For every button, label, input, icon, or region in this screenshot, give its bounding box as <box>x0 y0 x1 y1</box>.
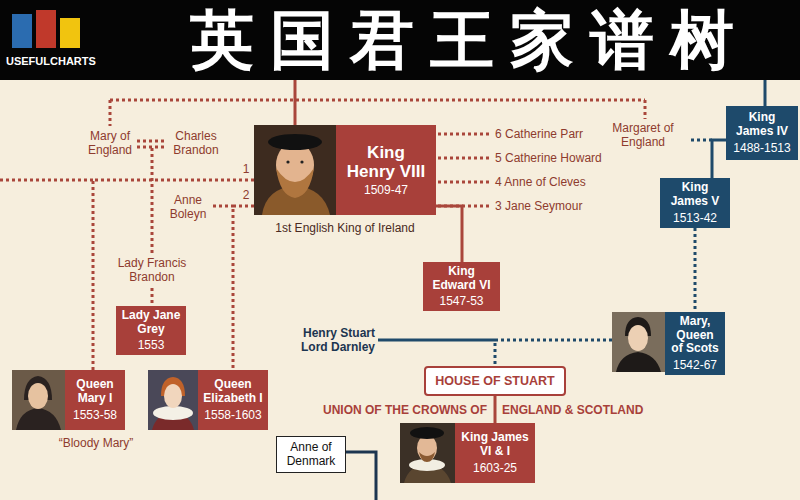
person-box: King Edward VI 1547-53 <box>423 262 500 311</box>
marriage-line <box>691 139 712 142</box>
reign-dates: 1603-25 <box>473 461 517 475</box>
label-text: Henry Stuart Lord Darnley <box>288 326 375 354</box>
label-text: 5 Catherine Howard <box>495 151 615 165</box>
label-text: 2 <box>240 188 252 202</box>
family-connector <box>233 206 254 370</box>
person-box: Lady Jane Grey 1553 <box>116 306 186 355</box>
label-text: UNION OF THE CROWNS OF <box>247 403 487 417</box>
person-name: King James IV <box>732 111 792 138</box>
person-box: Anne of Denmark <box>276 436 346 473</box>
marriage-line <box>438 134 490 206</box>
marriage-line <box>213 205 233 208</box>
label-text: 4 Anne of Cleves <box>495 175 615 189</box>
person-name: King James VI & I <box>459 431 531 458</box>
reign-dates: 1558-1603 <box>204 408 261 422</box>
family-lines <box>378 80 765 340</box>
caption: 1st English King of Ireland <box>254 221 436 235</box>
person-box: King James VI & I 1603-25 <box>400 423 535 483</box>
person-name: Anne of Denmark <box>281 440 341 469</box>
page-ground <box>0 80 800 500</box>
family-lines <box>0 80 645 306</box>
label-text: Margaret of England <box>598 121 688 149</box>
house-box: HOUSE OF STUART <box>424 366 566 396</box>
reign-dates: 1553 <box>138 338 165 352</box>
person-name: Lady Jane Grey <box>121 309 181 336</box>
person-name: Queen Mary I <box>69 378 121 405</box>
logo-bar <box>36 10 56 48</box>
marriage-line <box>378 339 495 342</box>
label-text: Mary of England <box>85 129 135 157</box>
caption: “Bloody Mary” <box>12 436 180 450</box>
chart-title: 英国君王家谱树 <box>150 0 790 80</box>
label-text: USEFULCHARTS <box>6 55 102 68</box>
logo-bar <box>60 18 80 48</box>
reign-dates: 1509-47 <box>364 183 408 197</box>
family-connector <box>495 340 612 366</box>
descent-line <box>764 80 767 106</box>
reign-dates: 1542-67 <box>673 358 717 372</box>
label-text: Lady Francis Brandon <box>104 256 200 284</box>
descent-line <box>151 148 154 253</box>
family-connector <box>494 396 497 423</box>
sibling-line <box>109 100 112 126</box>
reign-dates: 1513-42 <box>673 211 717 225</box>
family-connector <box>436 206 462 262</box>
descent-line <box>151 288 154 306</box>
person-box: Mary, Queen of Scots 1542-67 <box>612 312 725 375</box>
person-name: Queen Elizabeth I <box>202 378 264 405</box>
reign-dates: 1488-1513 <box>733 141 790 155</box>
reign-dates: 1547-53 <box>439 294 483 308</box>
person-name: Mary, Queen of Scots <box>670 315 720 356</box>
sibling-line <box>644 100 647 119</box>
family-connector <box>694 228 697 312</box>
family-connector <box>93 180 254 370</box>
sibling-line <box>110 99 645 102</box>
label-text: Charles Brandon <box>168 129 224 157</box>
family-connector <box>712 140 726 178</box>
person-box: Queen Elizabeth I 1558-1603 <box>148 370 268 430</box>
marriage-line <box>0 179 93 182</box>
logo-bar <box>12 14 32 48</box>
header-band <box>0 0 800 80</box>
person-box: King James V 1513-42 <box>660 178 730 228</box>
person-name: King Edward VI <box>430 265 494 292</box>
person-box: Queen Mary I1553-58“Bloody Mary” <box>12 370 125 430</box>
person-box: King Henry VIII1509-471st English King o… <box>254 125 436 215</box>
label-text: 6 Catherine Parr <box>495 127 615 141</box>
label-text: ENGLAND & SCOTLAND <box>502 403 702 417</box>
person-name: King James V <box>665 181 725 208</box>
marriage-line <box>346 452 376 500</box>
marriage-line <box>137 141 166 147</box>
person-name: King Henry VIII <box>345 143 427 181</box>
descent-line <box>294 80 297 125</box>
label-text: 3 Jane Seymour <box>495 199 615 213</box>
label-text: Anne Boleyn <box>166 193 210 221</box>
person-box: King James IV 1488-1513 <box>726 106 798 160</box>
person-name: HOUSE OF STUART <box>435 374 554 388</box>
label-text: 1 <box>240 162 252 176</box>
reign-dates: 1553-58 <box>73 408 117 422</box>
